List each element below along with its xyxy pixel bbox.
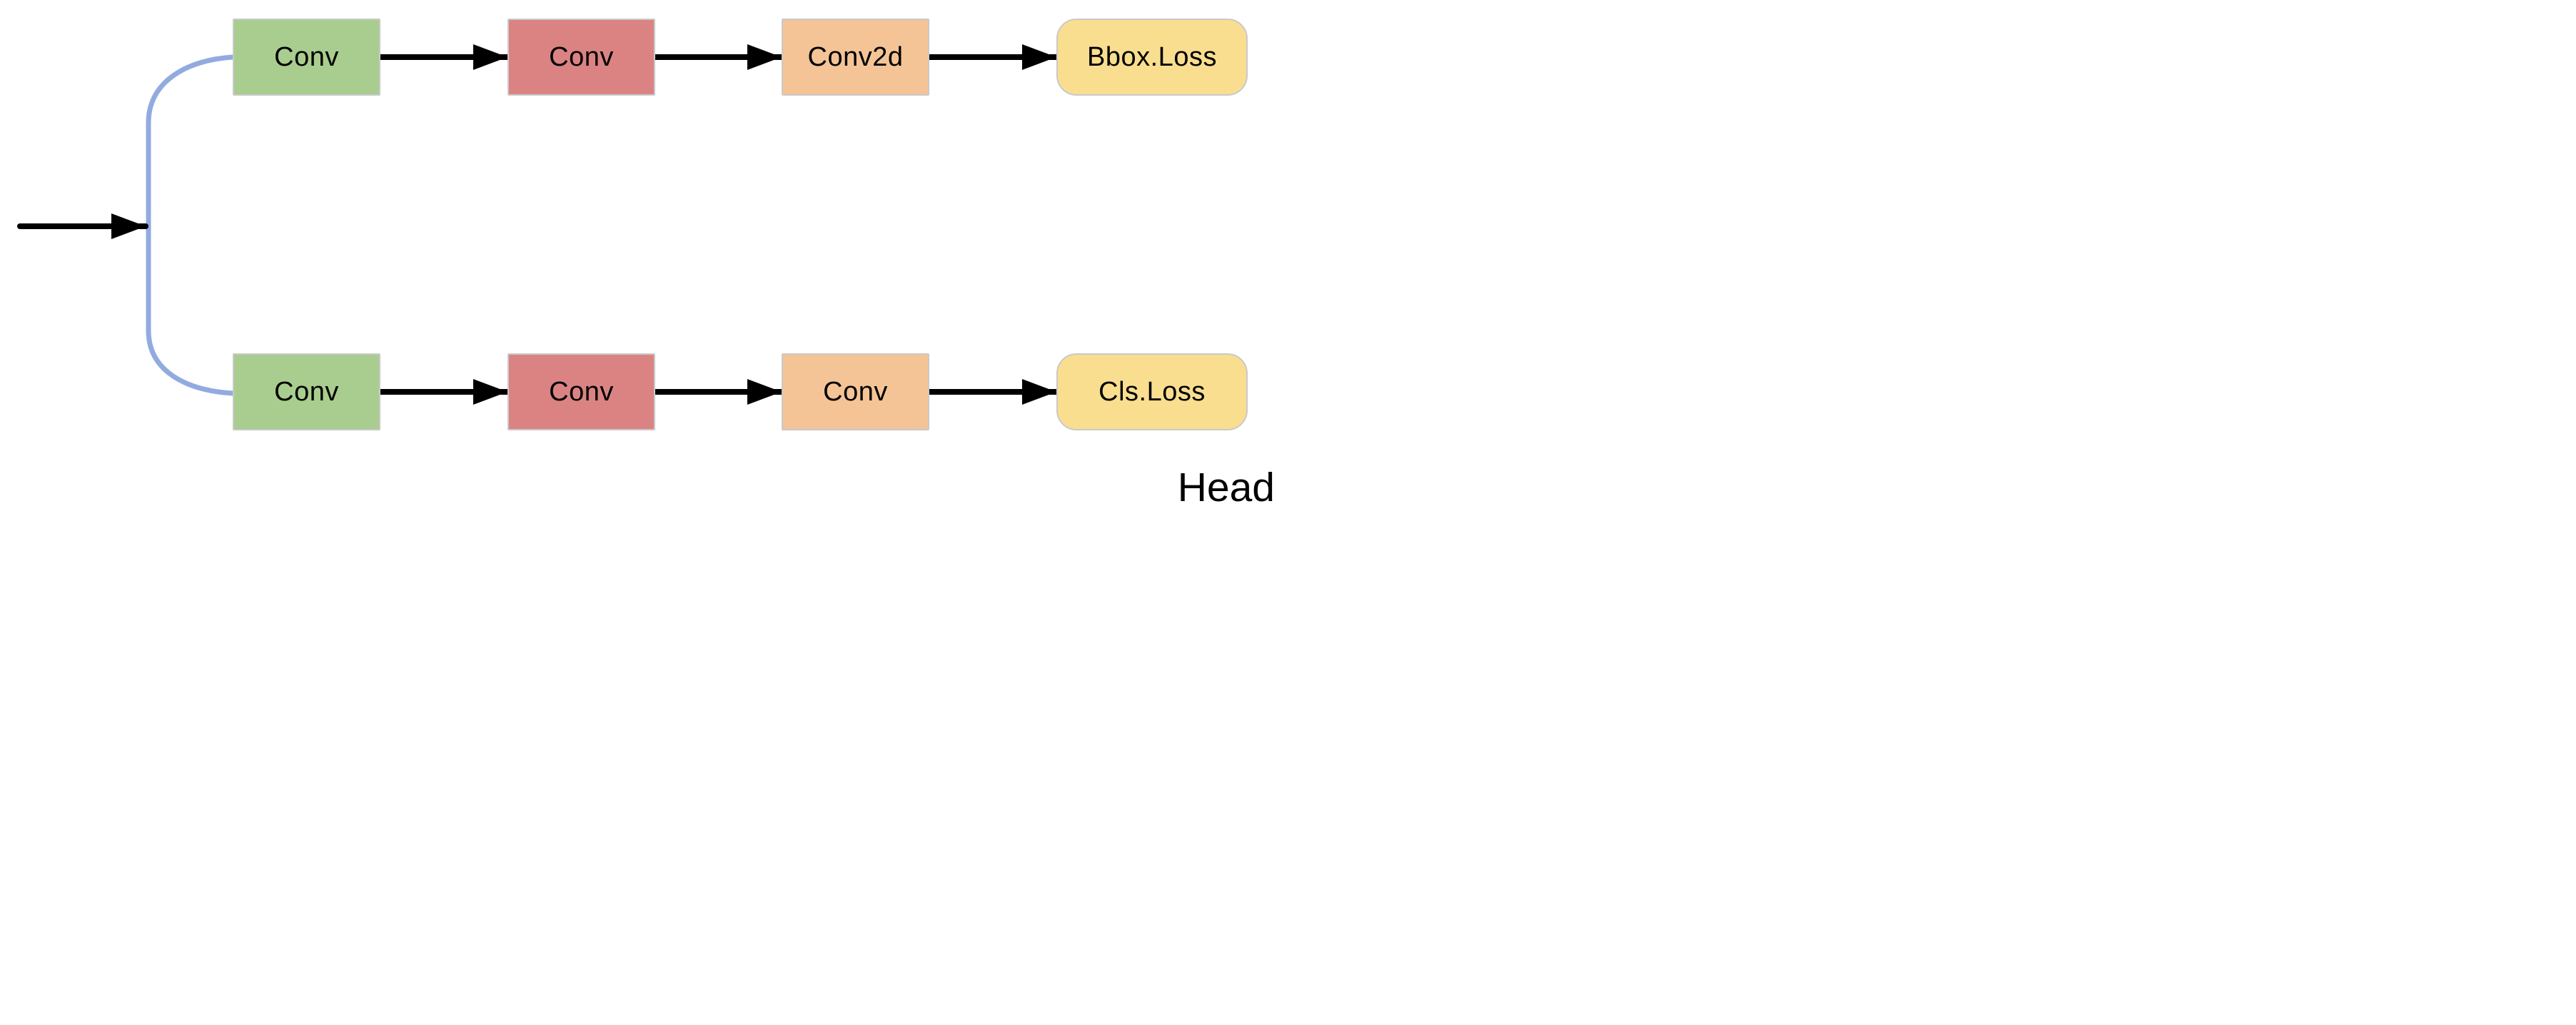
node-cls-loss: Cls.Loss bbox=[1056, 353, 1248, 430]
node-bottom-conv-1-label: Conv bbox=[274, 376, 339, 407]
node-bottom-conv-3-label: Conv bbox=[823, 376, 888, 407]
node-top-conv-1: Conv bbox=[233, 19, 380, 96]
node-top-conv2d-label: Conv2d bbox=[807, 41, 904, 72]
node-bbox-loss: Bbox.Loss bbox=[1056, 19, 1248, 96]
node-bottom-conv-2: Conv bbox=[507, 353, 655, 430]
diagram-canvas: Conv Conv Conv2d Bbox.Loss Conv Conv Con… bbox=[0, 0, 1288, 512]
node-top-conv-2: Conv bbox=[507, 19, 655, 96]
node-bottom-conv-1: Conv bbox=[233, 353, 380, 430]
node-bottom-conv-3: Conv bbox=[782, 353, 929, 430]
node-top-conv-1-label: Conv bbox=[274, 41, 339, 72]
node-top-conv2d: Conv2d bbox=[782, 19, 929, 96]
node-bbox-loss-label: Bbox.Loss bbox=[1087, 41, 1217, 72]
connector-layer bbox=[17, 44, 1059, 405]
node-cls-loss-label: Cls.Loss bbox=[1098, 376, 1206, 407]
head-label: Head bbox=[1177, 465, 1275, 510]
node-top-conv-2-label: Conv bbox=[549, 41, 614, 72]
split-curve-connector bbox=[146, 54, 236, 396]
node-bottom-conv-2-label: Conv bbox=[549, 376, 614, 407]
